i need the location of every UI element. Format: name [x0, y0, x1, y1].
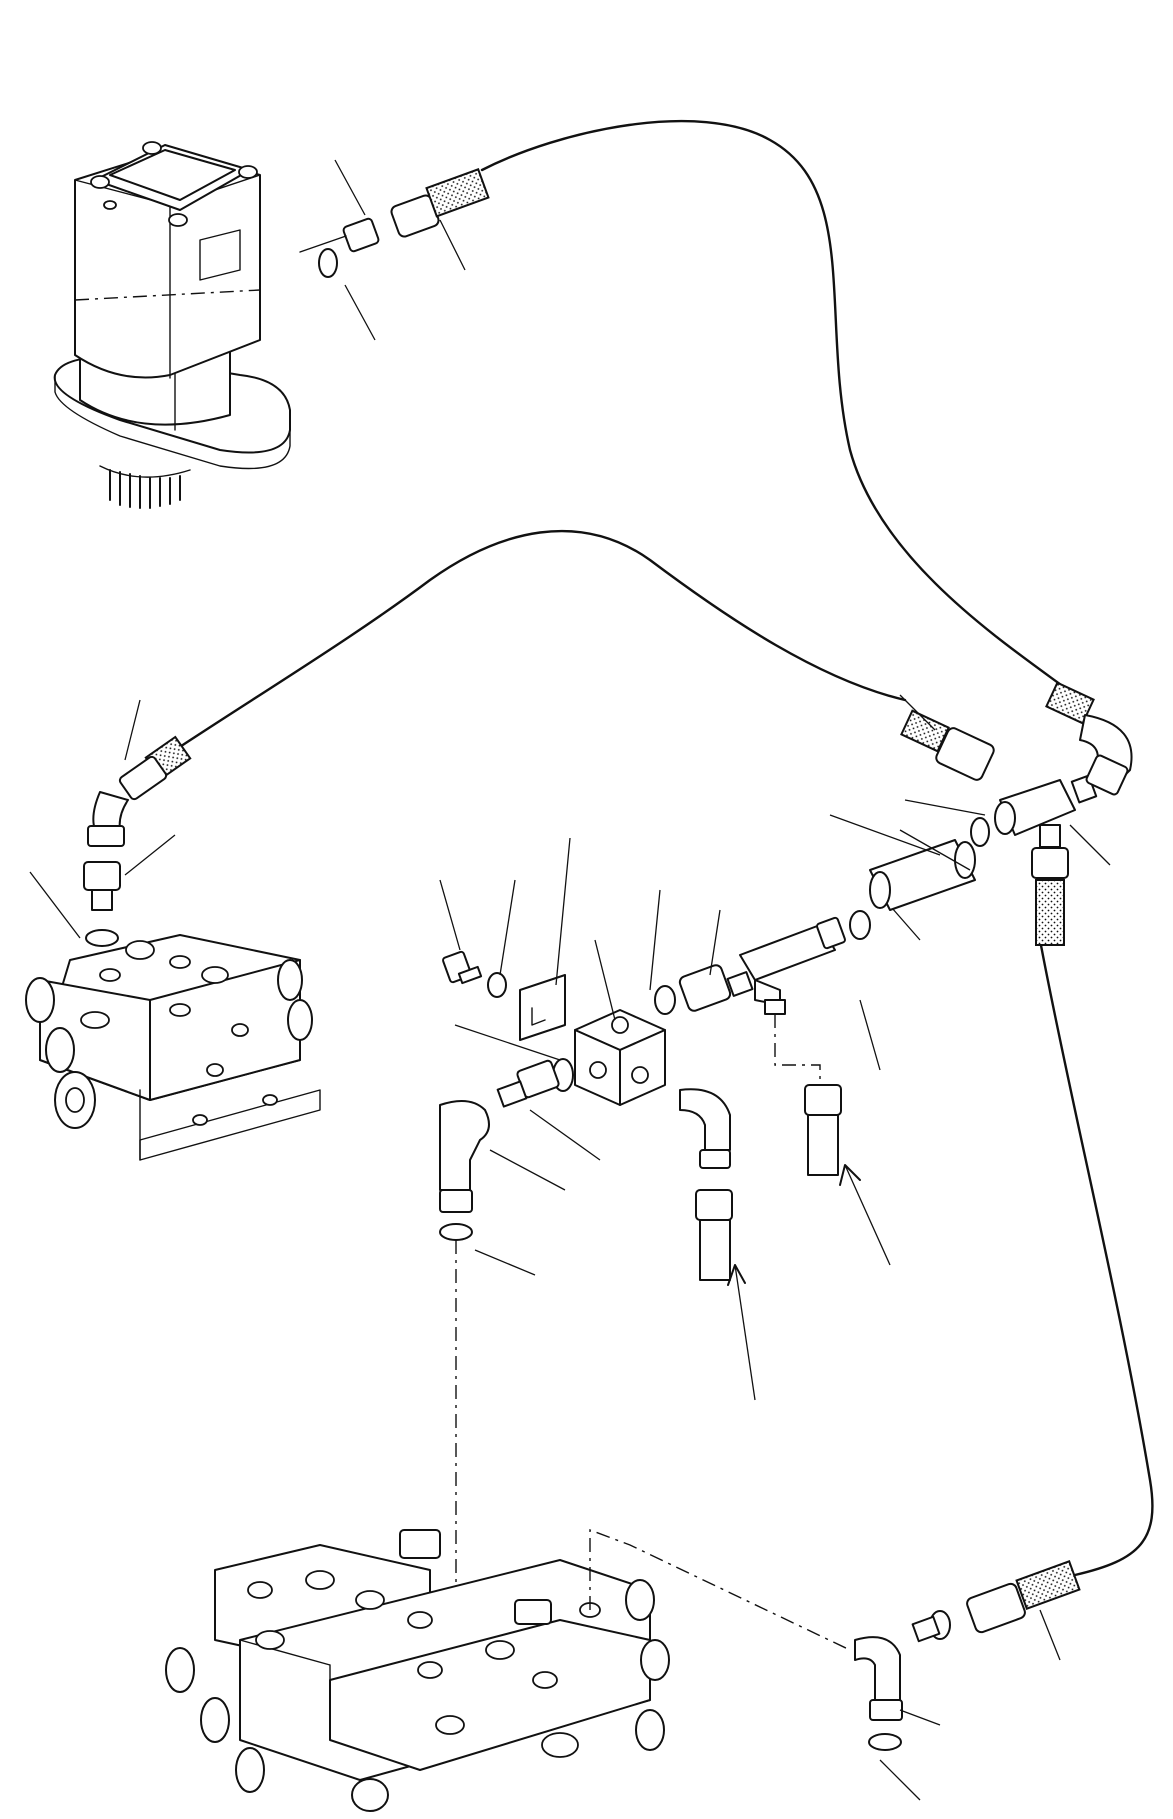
tee-assembly — [739, 681, 1133, 1266]
left-hose-fitting — [29, 699, 192, 947]
left-control-valve — [25, 934, 321, 1161]
center-manifold — [439, 837, 756, 1650]
lower-right-fitting — [854, 1560, 1081, 1801]
hose-lines — [158, 119, 1154, 1577]
swing-motor — [53, 141, 291, 509]
main-control-valve — [165, 1528, 851, 1812]
motor-port-fitting — [299, 159, 490, 341]
